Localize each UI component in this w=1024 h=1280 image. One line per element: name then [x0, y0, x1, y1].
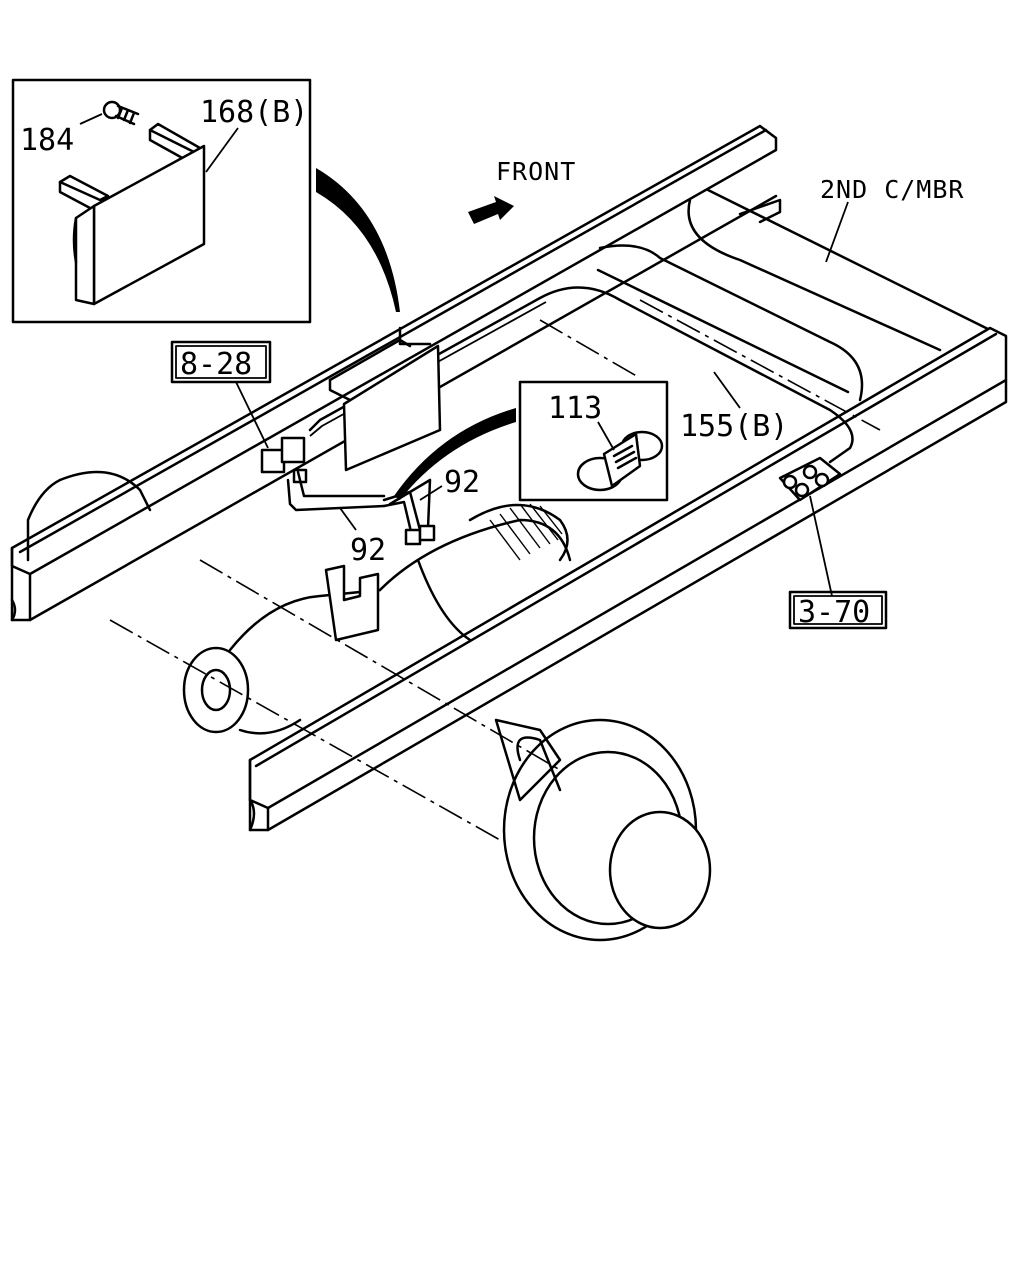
- label-155b: 155(B): [680, 409, 788, 444]
- clamp-113: [576, 430, 664, 492]
- label-2nd-crossmember: 2ND C/MBR: [820, 175, 964, 204]
- label-92-upper: 92: [444, 465, 480, 500]
- label-184: 184: [20, 123, 74, 158]
- wheel-hub: [494, 718, 712, 942]
- detail-inset-168b: [11, 78, 312, 324]
- inset-arrow-113: [394, 408, 516, 500]
- rear-axle: [26, 470, 712, 942]
- bracket-168b-mounted: [328, 326, 442, 472]
- label-ref-3-70: 3-70: [798, 595, 870, 630]
- centre-lines: [109, 299, 881, 841]
- brake-pipe-155b: [308, 286, 854, 464]
- ref-box-3-70: 3-70: [788, 590, 888, 630]
- label-113: 113: [548, 391, 602, 426]
- inset-arrow-168b: [316, 168, 400, 312]
- label-front: FRONT: [496, 157, 576, 186]
- valve-assembly-8-28: [260, 436, 386, 512]
- leader-lines: [235, 201, 849, 597]
- bracket-168b: [58, 122, 206, 306]
- bolt-184: [102, 100, 140, 126]
- frame-rail-near: [248, 326, 1008, 832]
- pipe-92: [382, 478, 436, 546]
- front-direction-arrow: [468, 196, 514, 224]
- frame-rail-far: [10, 124, 778, 622]
- coupling-3-70: [778, 456, 842, 502]
- crossmember-2nd: [596, 188, 992, 402]
- label-92-lower: 92: [350, 533, 386, 568]
- label-168b: 168(B): [200, 95, 308, 130]
- detail-inset-113: [518, 380, 669, 502]
- axle-drum-hatching: [468, 503, 569, 562]
- ref-box-8-28: 8-28: [170, 340, 272, 384]
- label-ref-8-28: 8-28: [180, 347, 252, 382]
